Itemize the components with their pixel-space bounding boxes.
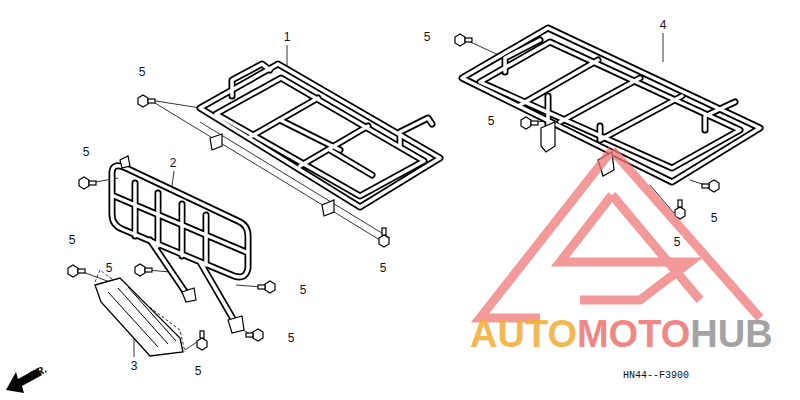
direction-label: FR. — [27, 363, 48, 382]
callout-number: 5 — [672, 236, 683, 249]
callout-number: 5 — [709, 212, 720, 225]
watermark-logo — [480, 150, 760, 318]
callout-number: 5 — [193, 365, 204, 378]
watermark: AUTOMOTOHUB — [470, 314, 773, 354]
callout-number: 5 — [378, 262, 389, 275]
callout-number: 4 — [658, 19, 669, 32]
callout-number: 5 — [298, 284, 309, 297]
callout-number: 5 — [422, 31, 433, 44]
callout-number: 3 — [129, 360, 140, 373]
watermark-text: AUTO — [470, 314, 577, 354]
watermark-text: HUB — [690, 314, 772, 354]
watermark-text: MOTO — [577, 314, 690, 354]
callout-number: 5 — [137, 66, 148, 79]
callout-number: 1 — [282, 31, 293, 44]
callout-number: 5 — [81, 146, 92, 159]
callout-number: 5 — [104, 262, 115, 275]
drawing-code: HN44--F3900 — [623, 370, 689, 381]
callout-number: 5 — [486, 115, 497, 128]
callout-number: 5 — [67, 234, 78, 247]
callout-number: 2 — [168, 157, 179, 170]
callout-number: 5 — [286, 332, 297, 345]
